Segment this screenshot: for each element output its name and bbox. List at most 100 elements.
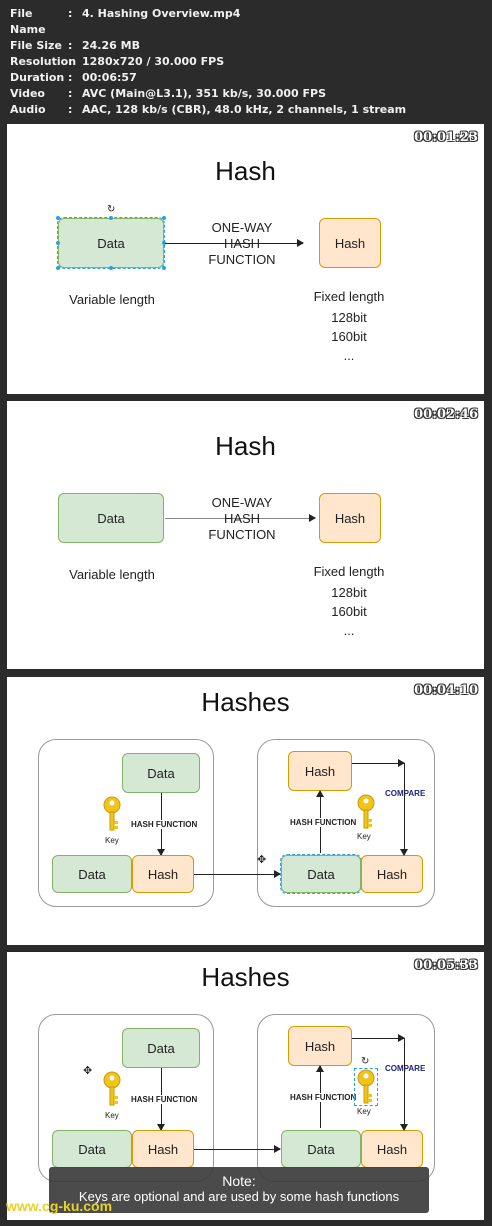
size-item: ... bbox=[343, 348, 355, 363]
data-box[interactable]: Data bbox=[57, 217, 165, 269]
file-info-row: Audio:AAC, 128 kb/s (CBR), 48.0 kHz, 2 c… bbox=[10, 102, 406, 118]
file-info-row: Duration:00:06:57 bbox=[10, 70, 406, 86]
selection-handle[interactable] bbox=[56, 216, 60, 220]
hash-function-label: HASH FUNCTION bbox=[290, 818, 357, 827]
variable-length-label: Variable length bbox=[69, 567, 155, 582]
function-line: FUNCTION bbox=[208, 252, 276, 267]
info-value: 1280x720 / 30.000 FPS bbox=[82, 55, 225, 68]
hash-box[interactable]: Hash bbox=[361, 1130, 423, 1168]
hash-function-label: HASH FUNCTION bbox=[131, 820, 198, 829]
data-box[interactable]: Data bbox=[122, 753, 200, 793]
size-item: ... bbox=[343, 623, 355, 638]
subtitle-note: Note: Keys are optional and are used by … bbox=[49, 1167, 429, 1213]
key-icon[interactable] bbox=[354, 1068, 378, 1106]
selection-handle[interactable] bbox=[162, 216, 166, 220]
hash-function-label: HASH FUNCTION bbox=[290, 1093, 357, 1102]
slide-title: Hash bbox=[215, 156, 276, 186]
hash-box[interactable]: Hash bbox=[361, 855, 423, 893]
slide-title: Hashes bbox=[201, 962, 290, 992]
slide-title: Hashes bbox=[201, 687, 290, 717]
hash-box[interactable]: Hash bbox=[319, 493, 381, 543]
variable-length-label: Variable length bbox=[69, 292, 155, 307]
fixed-length-label: Fixed length bbox=[313, 289, 385, 304]
info-value: AAC, 128 kb/s (CBR), 48.0 kHz, 2 channel… bbox=[82, 103, 407, 116]
function-label: ONE-WAY HASH FUNCTION bbox=[197, 495, 287, 543]
hash-function-label: HASH FUNCTION bbox=[131, 1095, 198, 1104]
compare-arrow bbox=[400, 763, 408, 856]
key-icon bbox=[103, 1071, 121, 1106]
data-box[interactable]: Data bbox=[122, 1028, 200, 1068]
video-frame-2: 00:02:46 Hash Data ONE-WAY HASH FUNCTION… bbox=[7, 401, 484, 669]
function-line: ONE-WAY bbox=[211, 495, 273, 510]
hash-box[interactable]: Hash bbox=[288, 1026, 352, 1066]
selection-handle[interactable] bbox=[162, 241, 166, 245]
key-label: Key bbox=[105, 836, 119, 845]
key-label: Key bbox=[357, 832, 371, 841]
info-key: Resolution bbox=[10, 55, 77, 68]
data-box[interactable]: Data bbox=[52, 1130, 132, 1168]
info-value: AVC (Main@L3.1), 351 kb/s, 30.000 FPS bbox=[82, 87, 327, 100]
size-item: 128bit bbox=[331, 585, 367, 600]
selection-handle[interactable] bbox=[56, 266, 60, 270]
arrow bbox=[194, 870, 281, 878]
compare-label: COMPARE bbox=[385, 789, 426, 798]
compare-label: COMPARE bbox=[385, 1064, 426, 1073]
file-info: File Name:4. Hashing Overview.mp4 File S… bbox=[10, 6, 406, 118]
info-value: 4. Hashing Overview.mp4 bbox=[82, 7, 241, 20]
watermark: www.cg-ku.com bbox=[6, 1198, 113, 1214]
move-cursor-icon: ✥ bbox=[257, 854, 267, 866]
info-value: 00:06:57 bbox=[82, 71, 137, 84]
info-colon: : bbox=[68, 71, 73, 84]
function-line: FUNCTION bbox=[208, 527, 276, 542]
hash-box[interactable]: Hash bbox=[288, 751, 352, 791]
selection-handle[interactable] bbox=[56, 241, 60, 245]
info-key: File Name bbox=[10, 7, 46, 36]
info-colon: : bbox=[68, 7, 73, 20]
key-icon bbox=[357, 794, 375, 829]
info-key: File Size bbox=[10, 39, 62, 52]
info-key: Video bbox=[10, 87, 45, 100]
hash-box[interactable]: Hash bbox=[132, 855, 194, 893]
data-box[interactable]: Data bbox=[58, 493, 164, 543]
note-title: Note: bbox=[222, 1173, 256, 1189]
rotate-handle-icon[interactable]: ↻ bbox=[107, 204, 116, 215]
info-colon: : bbox=[68, 39, 73, 52]
file-info-row: File Name:4. Hashing Overview.mp4 bbox=[10, 6, 406, 38]
file-info-row: Video: AVC (Main@L3.1), 351 kb/s, 30.000 … bbox=[10, 86, 406, 102]
video-frame-1: 00:01:23 Hash Data ↻ ONE-WAY HASH FUNCTI… bbox=[7, 124, 484, 394]
fixed-length-label: Fixed length bbox=[313, 564, 385, 579]
selection-handle[interactable] bbox=[109, 266, 113, 270]
left-panel bbox=[38, 739, 214, 907]
compare-line bbox=[352, 759, 405, 767]
hash-box[interactable]: Hash bbox=[132, 1130, 194, 1168]
info-key: Duration bbox=[10, 71, 65, 84]
data-box[interactable]: Data bbox=[52, 855, 132, 893]
note-text: Keys are optional and are used by some h… bbox=[78, 1189, 400, 1204]
compare-line bbox=[352, 1034, 405, 1042]
arrow bbox=[165, 514, 316, 522]
data-box[interactable]: Data bbox=[280, 854, 362, 894]
data-box[interactable]: Data bbox=[281, 1130, 361, 1168]
size-item: 160bit bbox=[331, 604, 367, 619]
selection-handle[interactable] bbox=[162, 266, 166, 270]
file-info-row: Resolution:1280x720 / 30.000 FPS bbox=[10, 54, 406, 70]
arrow bbox=[165, 239, 304, 247]
function-label: ONE-WAY HASH FUNCTION bbox=[197, 220, 287, 268]
timestamp: 00:02:46 bbox=[414, 407, 478, 422]
hash-box[interactable]: Hash bbox=[319, 218, 381, 268]
info-colon: : bbox=[68, 103, 73, 116]
info-colon: : bbox=[68, 55, 73, 68]
file-info-row: File Size:24.26 MB bbox=[10, 38, 406, 54]
info-value: 24.26 MB bbox=[82, 39, 140, 52]
rotate-handle-icon[interactable]: ↻ bbox=[361, 1056, 370, 1067]
size-item: 160bit bbox=[331, 329, 367, 344]
selection-handle[interactable] bbox=[109, 216, 113, 220]
timestamp: 00:05:33 bbox=[414, 958, 478, 973]
right-panel bbox=[257, 739, 435, 907]
compare-arrow bbox=[400, 1038, 408, 1131]
key-icon bbox=[103, 796, 121, 831]
function-line: ONE-WAY bbox=[211, 220, 273, 235]
info-colon: : bbox=[68, 87, 73, 100]
arrow bbox=[194, 1145, 281, 1153]
key-label: Key bbox=[357, 1107, 371, 1116]
